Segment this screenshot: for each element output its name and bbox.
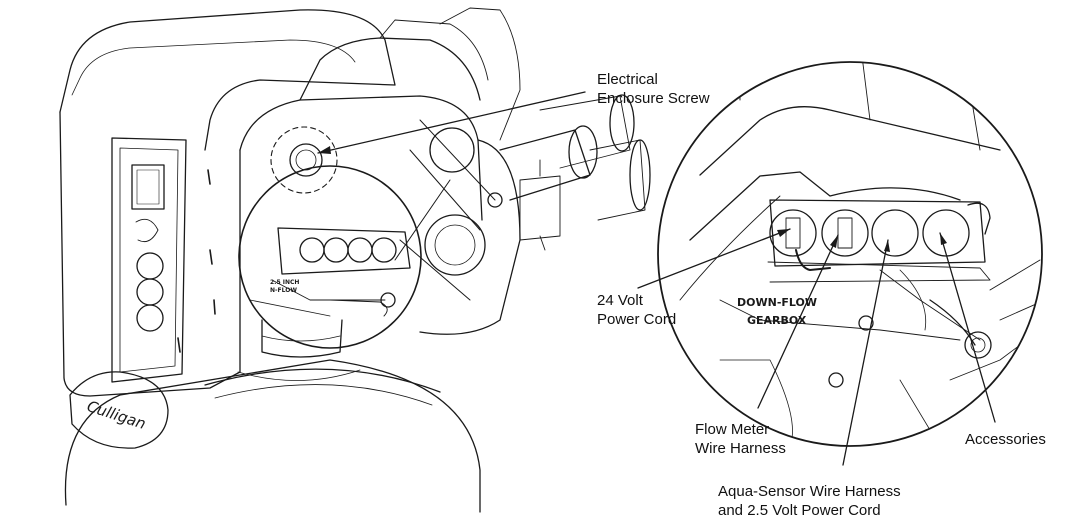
callout-enclosure-screw-line1: Electrical xyxy=(597,71,658,88)
small-gearbox-label-1: 2.5 INCH xyxy=(270,279,299,286)
leader-24v xyxy=(637,228,791,289)
logo-text: Culligan xyxy=(85,397,148,433)
display-window xyxy=(131,164,165,210)
leader-accessories xyxy=(939,232,996,423)
control-button-down xyxy=(136,304,164,332)
callout-accessories-line1: Accessories xyxy=(965,431,1046,448)
enclosure-screw xyxy=(289,143,323,177)
control-button-mode xyxy=(136,278,164,306)
port-flow-meter xyxy=(821,209,869,257)
detail-view: DOWN-FLOW GEARBOX xyxy=(657,61,1043,447)
leader-enclosure-screw xyxy=(317,91,586,154)
gearbox-label-2: GEARBOX xyxy=(747,314,807,327)
callout-flow-meter: Flow Meter Wire Harness xyxy=(695,420,786,458)
bypass-port xyxy=(424,214,486,276)
control-panel xyxy=(111,137,187,383)
port-aqua-sensor xyxy=(871,209,919,257)
leader-flow-meter xyxy=(757,234,839,409)
callout-aqua-sensor: Aqua-Sensor Wire Harness and 2.5 Volt Po… xyxy=(718,482,901,520)
callout-enclosure-screw: Electrical Enclosure Screw xyxy=(597,70,710,108)
callout-24v-line1: 24 Volt xyxy=(597,292,643,309)
rear-housing xyxy=(239,95,483,221)
callout-24v-power-cord: 24 Volt Power Cord xyxy=(597,291,676,329)
detail-circle-large xyxy=(657,61,1043,447)
control-button-up xyxy=(136,252,164,280)
callout-24v-line2: Power Cord xyxy=(597,311,677,328)
gearbox-screw xyxy=(964,331,992,359)
tank-cap xyxy=(69,371,169,449)
callout-flow-meter-line1: Flow Meter xyxy=(695,421,770,438)
enclosure-screw-highlight xyxy=(270,126,338,194)
gearbox-label-1: DOWN-FLOW xyxy=(737,296,817,309)
enclosure-top xyxy=(59,9,396,151)
pipe-fitting xyxy=(499,129,591,201)
port-plate-small xyxy=(277,227,411,275)
base-ring xyxy=(261,319,343,358)
port-plate xyxy=(769,199,986,267)
callout-accessories: Accessories xyxy=(965,430,1046,449)
leader-aqua-sensor xyxy=(842,239,889,466)
callout-aqua-sensor-line1: Aqua-Sensor Wire Harness xyxy=(718,483,901,500)
callout-flow-meter-line2: Wire Harness xyxy=(695,440,786,457)
valve-assembly: Culligan 2.5 INCH N-FLOW xyxy=(59,7,651,513)
callout-aqua-sensor-line2: and 2.5 Volt Power Cord xyxy=(718,502,881,519)
leader-lines xyxy=(317,91,996,466)
port-24v xyxy=(769,209,817,257)
tank-body xyxy=(64,359,481,513)
callout-enclosure-screw-line2: Enclosure Screw xyxy=(597,90,710,107)
detail-circle-small xyxy=(238,165,422,349)
port-accessories xyxy=(922,209,970,257)
small-gearbox-label-2: N-FLOW xyxy=(270,287,297,294)
